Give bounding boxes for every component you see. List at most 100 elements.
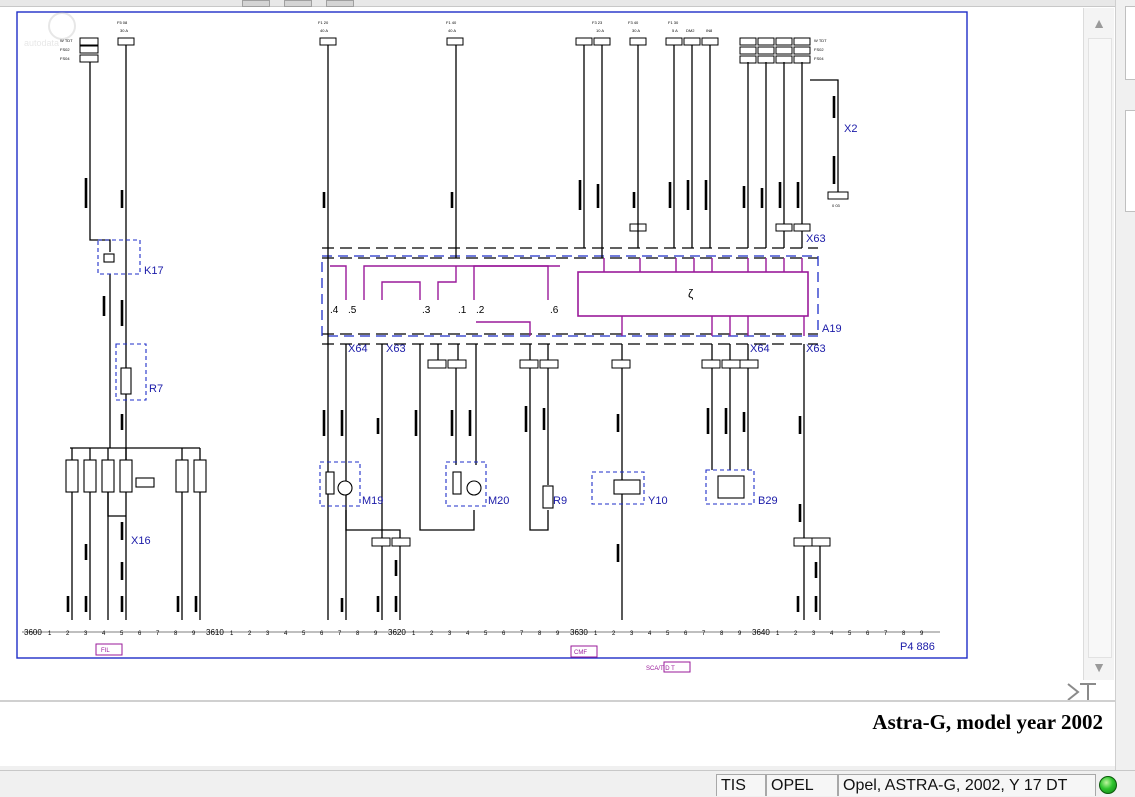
ground-tick: 7	[156, 631, 160, 637]
ground-tick: 7	[338, 631, 342, 637]
ground-tick: 8	[356, 631, 360, 637]
ground-tick: 3	[812, 631, 816, 637]
ground-tick: 4	[284, 631, 288, 637]
wiring-diagram: autodata ζ	[16, 11, 968, 673]
svg-text:10 A: 10 A	[596, 28, 604, 33]
svg-text:F1 40: F1 40	[446, 20, 457, 25]
ground-tick: 7	[520, 631, 524, 637]
svg-text:FS02: FS02	[60, 47, 70, 52]
ground-tick: 4	[102, 631, 106, 637]
status-cell-vehicle: Opel, ASTRA-G, 2002, Y 17 DT	[838, 774, 1096, 796]
ground-tick: 1	[230, 631, 234, 637]
ground-tick: 8	[538, 631, 542, 637]
pin-label: .2	[476, 305, 485, 316]
ground-tick: 2	[248, 631, 252, 637]
svg-text:F5 08: F5 08	[117, 20, 128, 25]
ground-tick: 3	[266, 631, 270, 637]
ground-tick: 2	[430, 631, 434, 637]
label-x2: X2	[844, 123, 857, 135]
label-x63-a: X63	[386, 343, 406, 355]
ground-tick: 9	[738, 631, 742, 637]
ground-tick: 4	[830, 631, 834, 637]
label-r7: R7	[149, 383, 163, 395]
label-m20: M20	[488, 495, 509, 507]
toolbar-strip	[0, 0, 1115, 7]
pin-label: .6	[550, 305, 559, 316]
status-led-icon	[1099, 776, 1117, 794]
ground-tick: 6	[138, 631, 142, 637]
svg-text:30 A: 30 A	[120, 28, 128, 33]
group-label: CMF	[574, 650, 587, 656]
svg-text:40 A: 40 A	[320, 28, 328, 33]
svg-text:FS04: FS04	[60, 56, 70, 61]
pin-label: .4	[330, 305, 339, 316]
svg-text:W TDT: W TDT	[60, 38, 73, 43]
ground-tick: 8	[720, 631, 724, 637]
ground-tick: 2	[612, 631, 616, 637]
label-r9: R9	[553, 495, 567, 507]
svg-text:DM2: DM2	[686, 28, 695, 33]
label-y10: Y10	[648, 495, 668, 507]
scroll-down-icon[interactable]: ▼	[1092, 659, 1106, 675]
label-a19: A19	[822, 323, 842, 335]
toolbar-button[interactable]	[326, 0, 354, 7]
svg-text:40 A: 40 A	[448, 28, 456, 33]
divider	[0, 700, 1115, 702]
diagram-id: P4 886	[900, 641, 935, 653]
ground-range: 3610	[206, 628, 224, 637]
ground-range: 3600	[24, 628, 42, 637]
ground-tick: 9	[556, 631, 560, 637]
pin-label: .5	[348, 305, 357, 316]
outer-scroll-segment[interactable]	[1125, 110, 1135, 212]
ground-tick: 7	[702, 631, 706, 637]
vertical-scrollbar[interactable]: ▲ ▼	[1083, 8, 1114, 680]
ground-tick: 3	[448, 631, 452, 637]
status-bar: TIS OPEL Opel, ASTRA-G, 2002, Y 17 DT	[0, 770, 1135, 796]
svg-text:ζ: ζ	[688, 287, 694, 301]
outer-scrollbar[interactable]	[1115, 0, 1135, 770]
svg-text:30 A: 30 A	[632, 28, 640, 33]
ground-tick: 5	[302, 631, 306, 637]
ground-tick: 6	[684, 631, 688, 637]
ground-tick: 9	[192, 631, 196, 637]
toolbar-button[interactable]	[284, 0, 312, 7]
ground-tick: 4	[466, 631, 470, 637]
svg-text:5 A: 5 A	[672, 28, 678, 33]
scroll-thumb[interactable]	[1088, 38, 1112, 658]
label-x63-top: X63	[806, 233, 826, 245]
ground-tick: 5	[848, 631, 852, 637]
svg-text:FS04: FS04	[814, 56, 824, 61]
toolbar-button[interactable]	[242, 0, 270, 7]
ground-range: 3630	[570, 628, 588, 637]
svg-text:W TDT: W TDT	[814, 38, 827, 43]
svg-text:FS02: FS02	[814, 47, 824, 52]
svg-text:autodata: autodata	[24, 38, 59, 48]
ground-tick: 9	[920, 631, 924, 637]
pin-label: .1	[458, 305, 467, 316]
ground-tick: 2	[66, 631, 70, 637]
a19-module	[577, 271, 809, 317]
scroll-up-icon[interactable]: ▲	[1092, 15, 1106, 31]
outer-scroll-segment[interactable]	[1125, 6, 1135, 80]
ground-tick: 1	[776, 631, 780, 637]
svg-text:0 03: 0 03	[832, 203, 841, 208]
ground-tick: 1	[48, 631, 52, 637]
ground-range: 3620	[388, 628, 406, 637]
label-x64-a: X64	[348, 343, 368, 355]
a19-boundary	[321, 255, 819, 337]
status-cell-make: OPEL	[766, 774, 838, 796]
ground-tick: 3	[84, 631, 88, 637]
ground-tick: 7	[884, 631, 888, 637]
ground-tick: 1	[594, 631, 598, 637]
svg-text:F1 30: F1 30	[668, 20, 679, 25]
svg-text:IN8: IN8	[706, 28, 713, 33]
svg-text:F1 20: F1 20	[318, 20, 329, 25]
label-x63-b: X63	[806, 343, 826, 355]
ground-tick: 6	[320, 631, 324, 637]
label-x64-b: X64	[750, 343, 770, 355]
svg-text:F3 23: F3 23	[592, 20, 603, 25]
caption-area: Astra-G, model year 2002	[0, 702, 1115, 766]
ground-tick: 6	[502, 631, 506, 637]
svg-text:F3 40: F3 40	[628, 20, 639, 25]
diagram-viewport: autodata ζ	[0, 0, 1115, 700]
